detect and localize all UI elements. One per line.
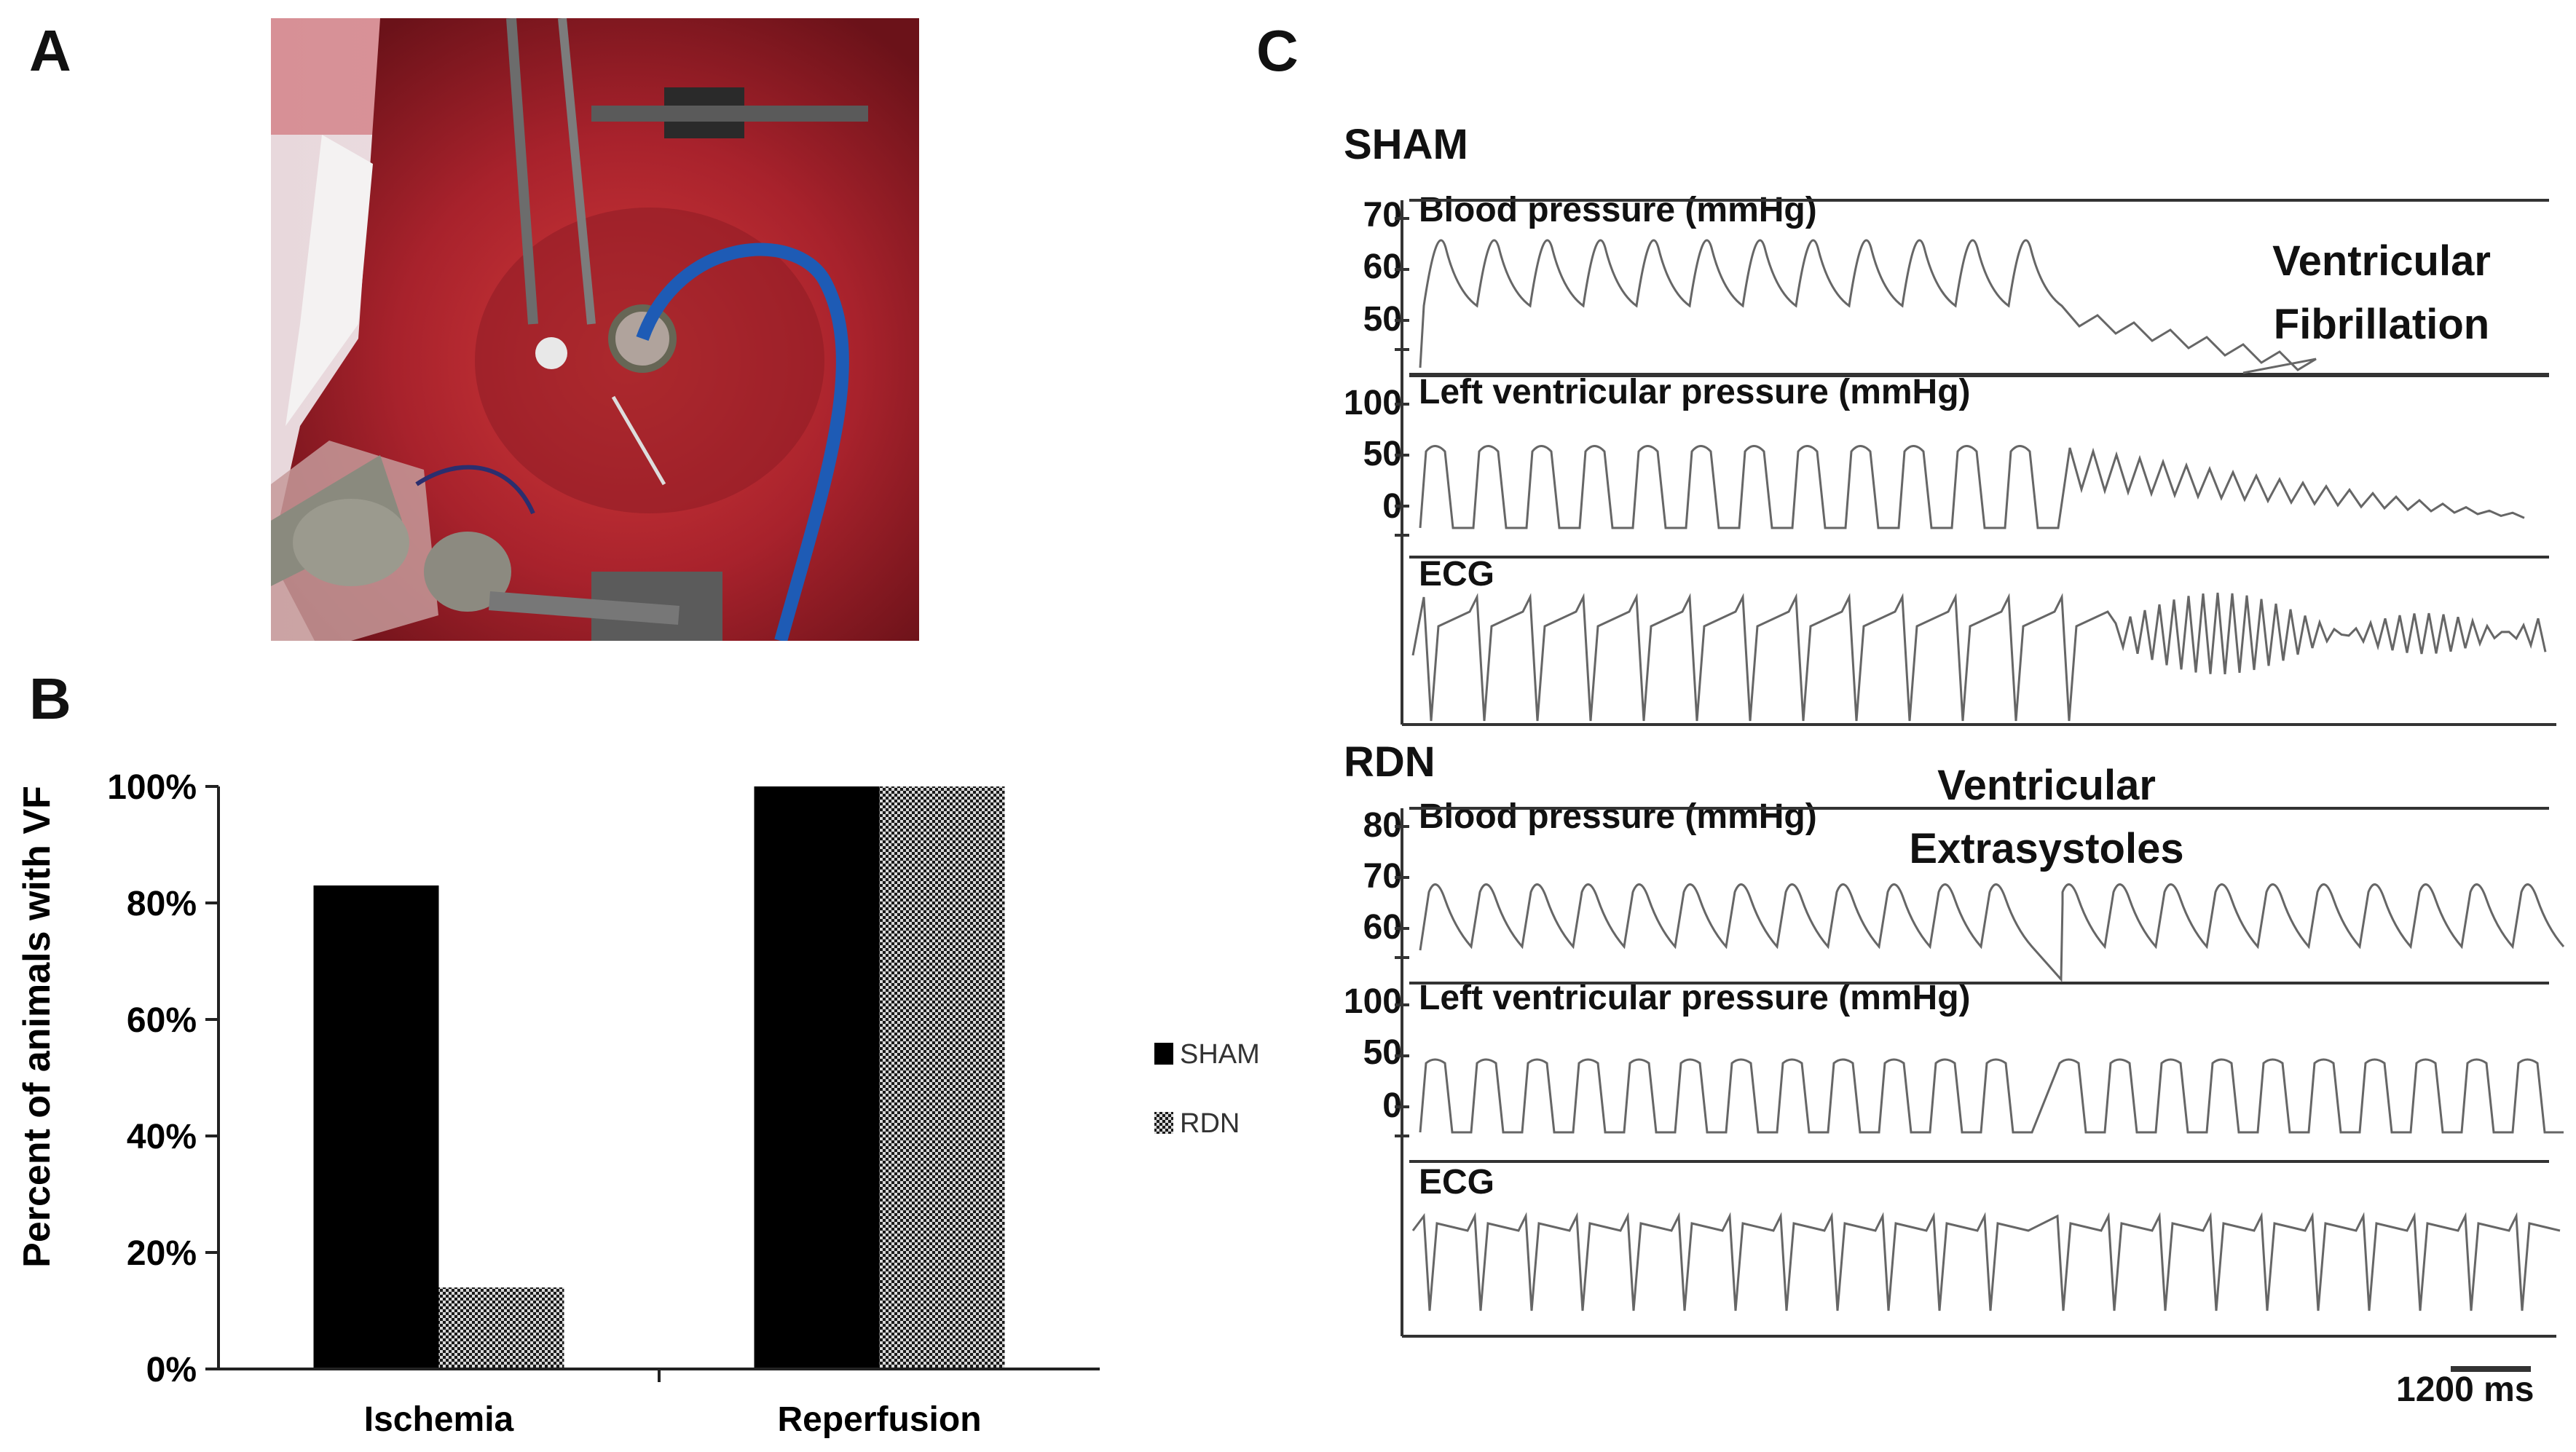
legend: SHAM RDN xyxy=(1154,1039,1260,1139)
rdn-lvp-ticks xyxy=(1395,1003,1409,1137)
sham-bp-waveform xyxy=(1419,239,2317,374)
x-axis: Ischemia Reperfusion xyxy=(218,1368,1100,1439)
vf-bar-chart: Percent of animals with VF 0% 20% 40% 60% 80… xyxy=(16,768,1260,1439)
rdn-ecg-waveform xyxy=(1411,1212,2561,1311)
bars xyxy=(313,786,1005,1369)
sham-ecg-waveform xyxy=(1411,592,2547,722)
bar-rdn-ischemia xyxy=(438,1287,564,1369)
y-tick-label: 80% xyxy=(127,885,197,923)
surgical-photo xyxy=(271,18,919,641)
sham-lvp-waveform xyxy=(1419,445,2525,529)
rdn-ecg-label: ECG xyxy=(1419,1163,1495,1202)
sham-bp-ticks xyxy=(1395,217,1409,351)
bar-sham-ischemia xyxy=(313,885,439,1369)
x-tick-label: Ischemia xyxy=(364,1400,514,1439)
panel-letter-c: C xyxy=(1256,18,1299,83)
legend-swatch-rdn xyxy=(1154,1112,1173,1134)
bar-sham-reperfusion xyxy=(754,786,880,1369)
rdn-bp-waveform xyxy=(1419,883,2565,982)
sham-lvp-ticks xyxy=(1395,403,1409,537)
rdn-lvp-tick-100: 100 xyxy=(1343,982,1402,1021)
sham-bp-tick-60: 60 xyxy=(1363,248,1402,286)
sham-lvp-tick-100: 100 xyxy=(1343,384,1402,422)
legend-swatch-sham xyxy=(1154,1043,1173,1065)
sham-lvp-label: Left ventricular pressure (mmHg) xyxy=(1419,373,1971,411)
y-tick-label: 60% xyxy=(127,1001,197,1040)
rdn-section-title: RDN xyxy=(1344,738,1435,786)
legend-label-sham: SHAM xyxy=(1180,1039,1260,1070)
x-tick-label: Reperfusion xyxy=(777,1400,981,1439)
rdn-bp-label: Blood pressure (mmHg) xyxy=(1419,797,1817,836)
rdn-bp-ticks xyxy=(1395,825,1409,959)
scale-bar-label: 1200 ms xyxy=(2396,1370,2534,1409)
rdn-lvp-tick-50: 50 xyxy=(1363,1033,1402,1072)
y-tick-label: 40% xyxy=(127,1118,197,1156)
rdn-lvp-label: Left ventricular pressure (mmHg) xyxy=(1419,979,1971,1017)
sham-bp-tick-70: 70 xyxy=(1363,196,1402,234)
rdn-lvp-waveform xyxy=(1419,1058,2564,1134)
ventricular-fibrillation-annotation: Ventricular Fibrillation xyxy=(2272,237,2491,348)
y-axis-label: Percent of animals with VF xyxy=(16,786,58,1268)
legend-label-rdn: RDN xyxy=(1180,1108,1240,1139)
panel-letter-b: B xyxy=(29,666,71,731)
y-tick-label: 0% xyxy=(146,1351,197,1389)
y-axis: 0% 20% 40% 60% 80% 100% xyxy=(107,768,220,1389)
sham-section-title: SHAM xyxy=(1344,121,1468,168)
ventricular-extrasystoles-annotation: Ventricular Extrasystoles xyxy=(1909,762,2184,872)
y-tick-label: 100% xyxy=(107,768,197,807)
sham-ecg-label: ECG xyxy=(1419,555,1495,593)
bar-rdn-reperfusion xyxy=(879,786,1005,1369)
sham-bp-label: Blood pressure (mmHg) xyxy=(1419,191,1817,229)
panel-letter-a: A xyxy=(29,18,71,83)
y-tick-label: 20% xyxy=(127,1234,197,1273)
